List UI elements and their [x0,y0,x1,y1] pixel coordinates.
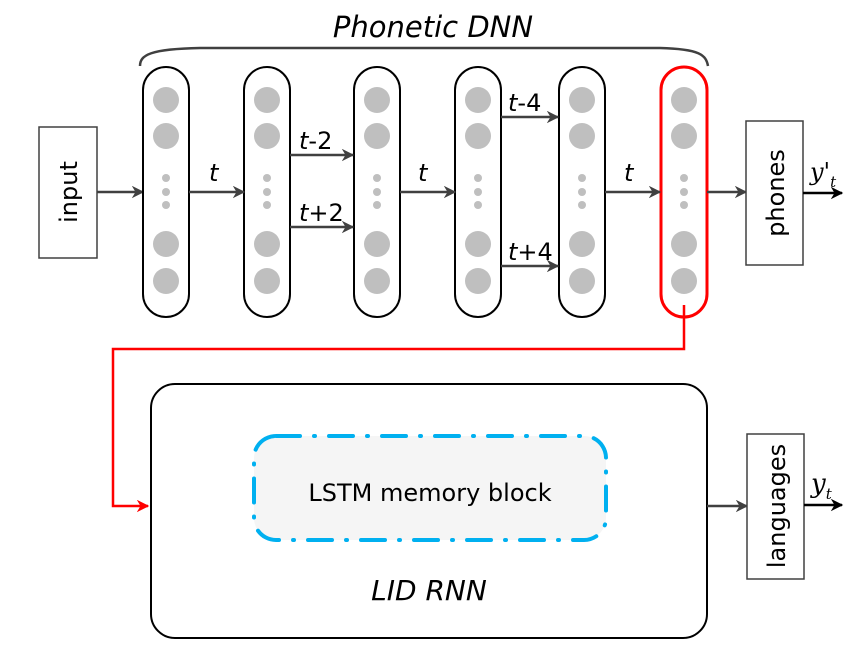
ellipsis-dot [474,188,482,196]
neuron [364,123,390,149]
neuron [465,231,491,257]
dnn-layer-1 [142,66,190,318]
lid-rnn-label: LID RNN [371,574,487,607]
languages-output-label: yt [810,469,833,503]
ellipsis-dot [578,188,586,196]
dnn-layer-6 [659,65,709,319]
ellipsis-dot [680,174,688,182]
dnn-brace [138,46,710,67]
label-t-3: t [418,159,429,187]
label-t-1: t [209,159,220,187]
ellipsis-dot [474,201,482,209]
ellipsis-dot [162,174,170,182]
neuron [254,231,280,257]
neuron [254,123,280,149]
languages-label: languages [763,444,791,568]
phones-output-label: y't [809,158,837,191]
neuron [671,231,697,257]
label-t-plus-2: t+2 [299,199,344,227]
dnn-layer-2 [243,66,291,318]
input-box: input [38,126,98,259]
phones-box: phones [745,120,804,266]
input-label: input [55,161,83,223]
label-t-minus-2: t-2 [299,127,332,155]
neuron [465,87,491,113]
neuron [153,87,179,113]
neuron [671,268,697,294]
label-t-minus-4: t-4 [508,89,541,117]
ellipsis-dot [373,201,381,209]
neuron [465,268,491,294]
neuron [465,123,491,149]
phones-label: phones [762,149,790,237]
ellipsis-dot [578,201,586,209]
neuron [364,268,390,294]
ellipsis-dot [680,188,688,196]
dnn-layers [142,65,709,319]
dnn-layer-5 [558,66,606,318]
neuron [254,87,280,113]
neuron [569,231,595,257]
neuron [153,231,179,257]
neuron [671,123,697,149]
ellipsis-dot [263,188,271,196]
neuron [569,123,595,149]
neuron [364,87,390,113]
dnn-layer-4 [454,66,502,318]
neuron [569,268,595,294]
label-t-plus-4: t+4 [508,238,553,266]
neuron [153,268,179,294]
neuron [254,268,280,294]
ellipsis-dot [263,174,271,182]
ellipsis-dot [263,201,271,209]
lstm-label: LSTM memory block [308,479,551,507]
label-t-5: t [624,159,635,187]
neuron [569,87,595,113]
ellipsis-dot [578,174,586,182]
bottleneck-to-lid-connector [111,305,686,513]
ellipsis-dot [680,201,688,209]
ellipsis-dot [474,174,482,182]
neuron [364,231,390,257]
neuron [153,123,179,149]
ellipsis-dot [162,201,170,209]
ellipsis-dot [373,188,381,196]
ellipsis-dot [162,188,170,196]
lstm-memory-block: LSTM memory block [252,434,608,542]
neuron [671,87,697,113]
languages-box: languages [746,433,805,580]
dnn-layer-3 [353,66,401,318]
ellipsis-dot [373,174,381,182]
phonetic-dnn-title: Phonetic DNN [333,10,533,44]
